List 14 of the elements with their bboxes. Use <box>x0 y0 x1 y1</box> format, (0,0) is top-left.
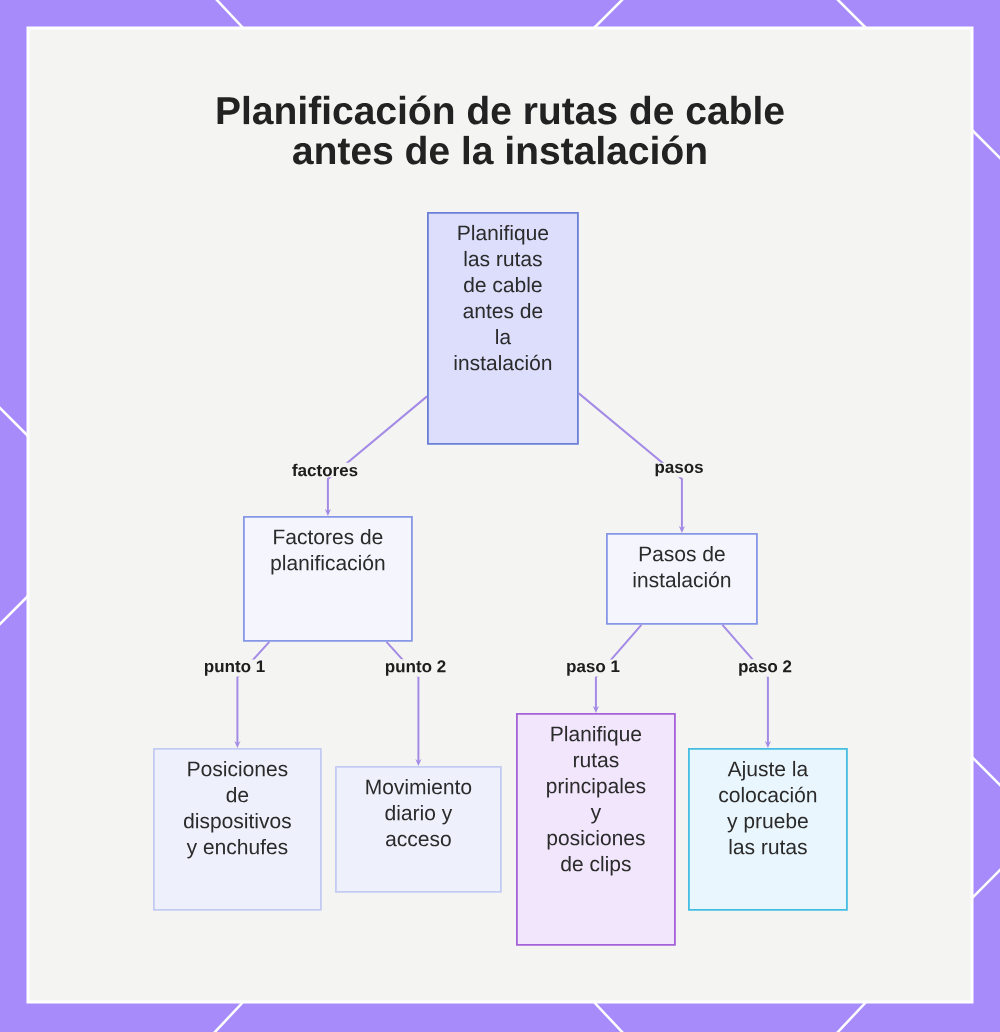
topic-box: Factores de planificación <box>243 516 413 642</box>
topic-box: Movimiento diario y acceso <box>335 766 502 893</box>
topic-box: Planifique rutas principales y posiciones de clips <box>516 713 676 946</box>
edge-label: paso 1 <box>564 659 622 677</box>
topic-box: Posiciones de dispositivos y enchufes <box>153 748 322 911</box>
arrow <box>385 640 422 766</box>
edge-label: punto 2 <box>382 659 449 677</box>
topic-box: Pasos de instalación <box>606 533 758 625</box>
edge-label: punto 1 <box>201 659 268 677</box>
topic-box: Ajuste la colocación y pruebe las rutas <box>688 748 848 911</box>
title: Planificación de rutas de cable antes de la instalación <box>217 95 784 165</box>
edge-label: paso 2 <box>736 659 794 677</box>
topic-box: Planifique las rutas de cable antes de la instalación <box>427 212 579 445</box>
arrow <box>577 392 685 533</box>
